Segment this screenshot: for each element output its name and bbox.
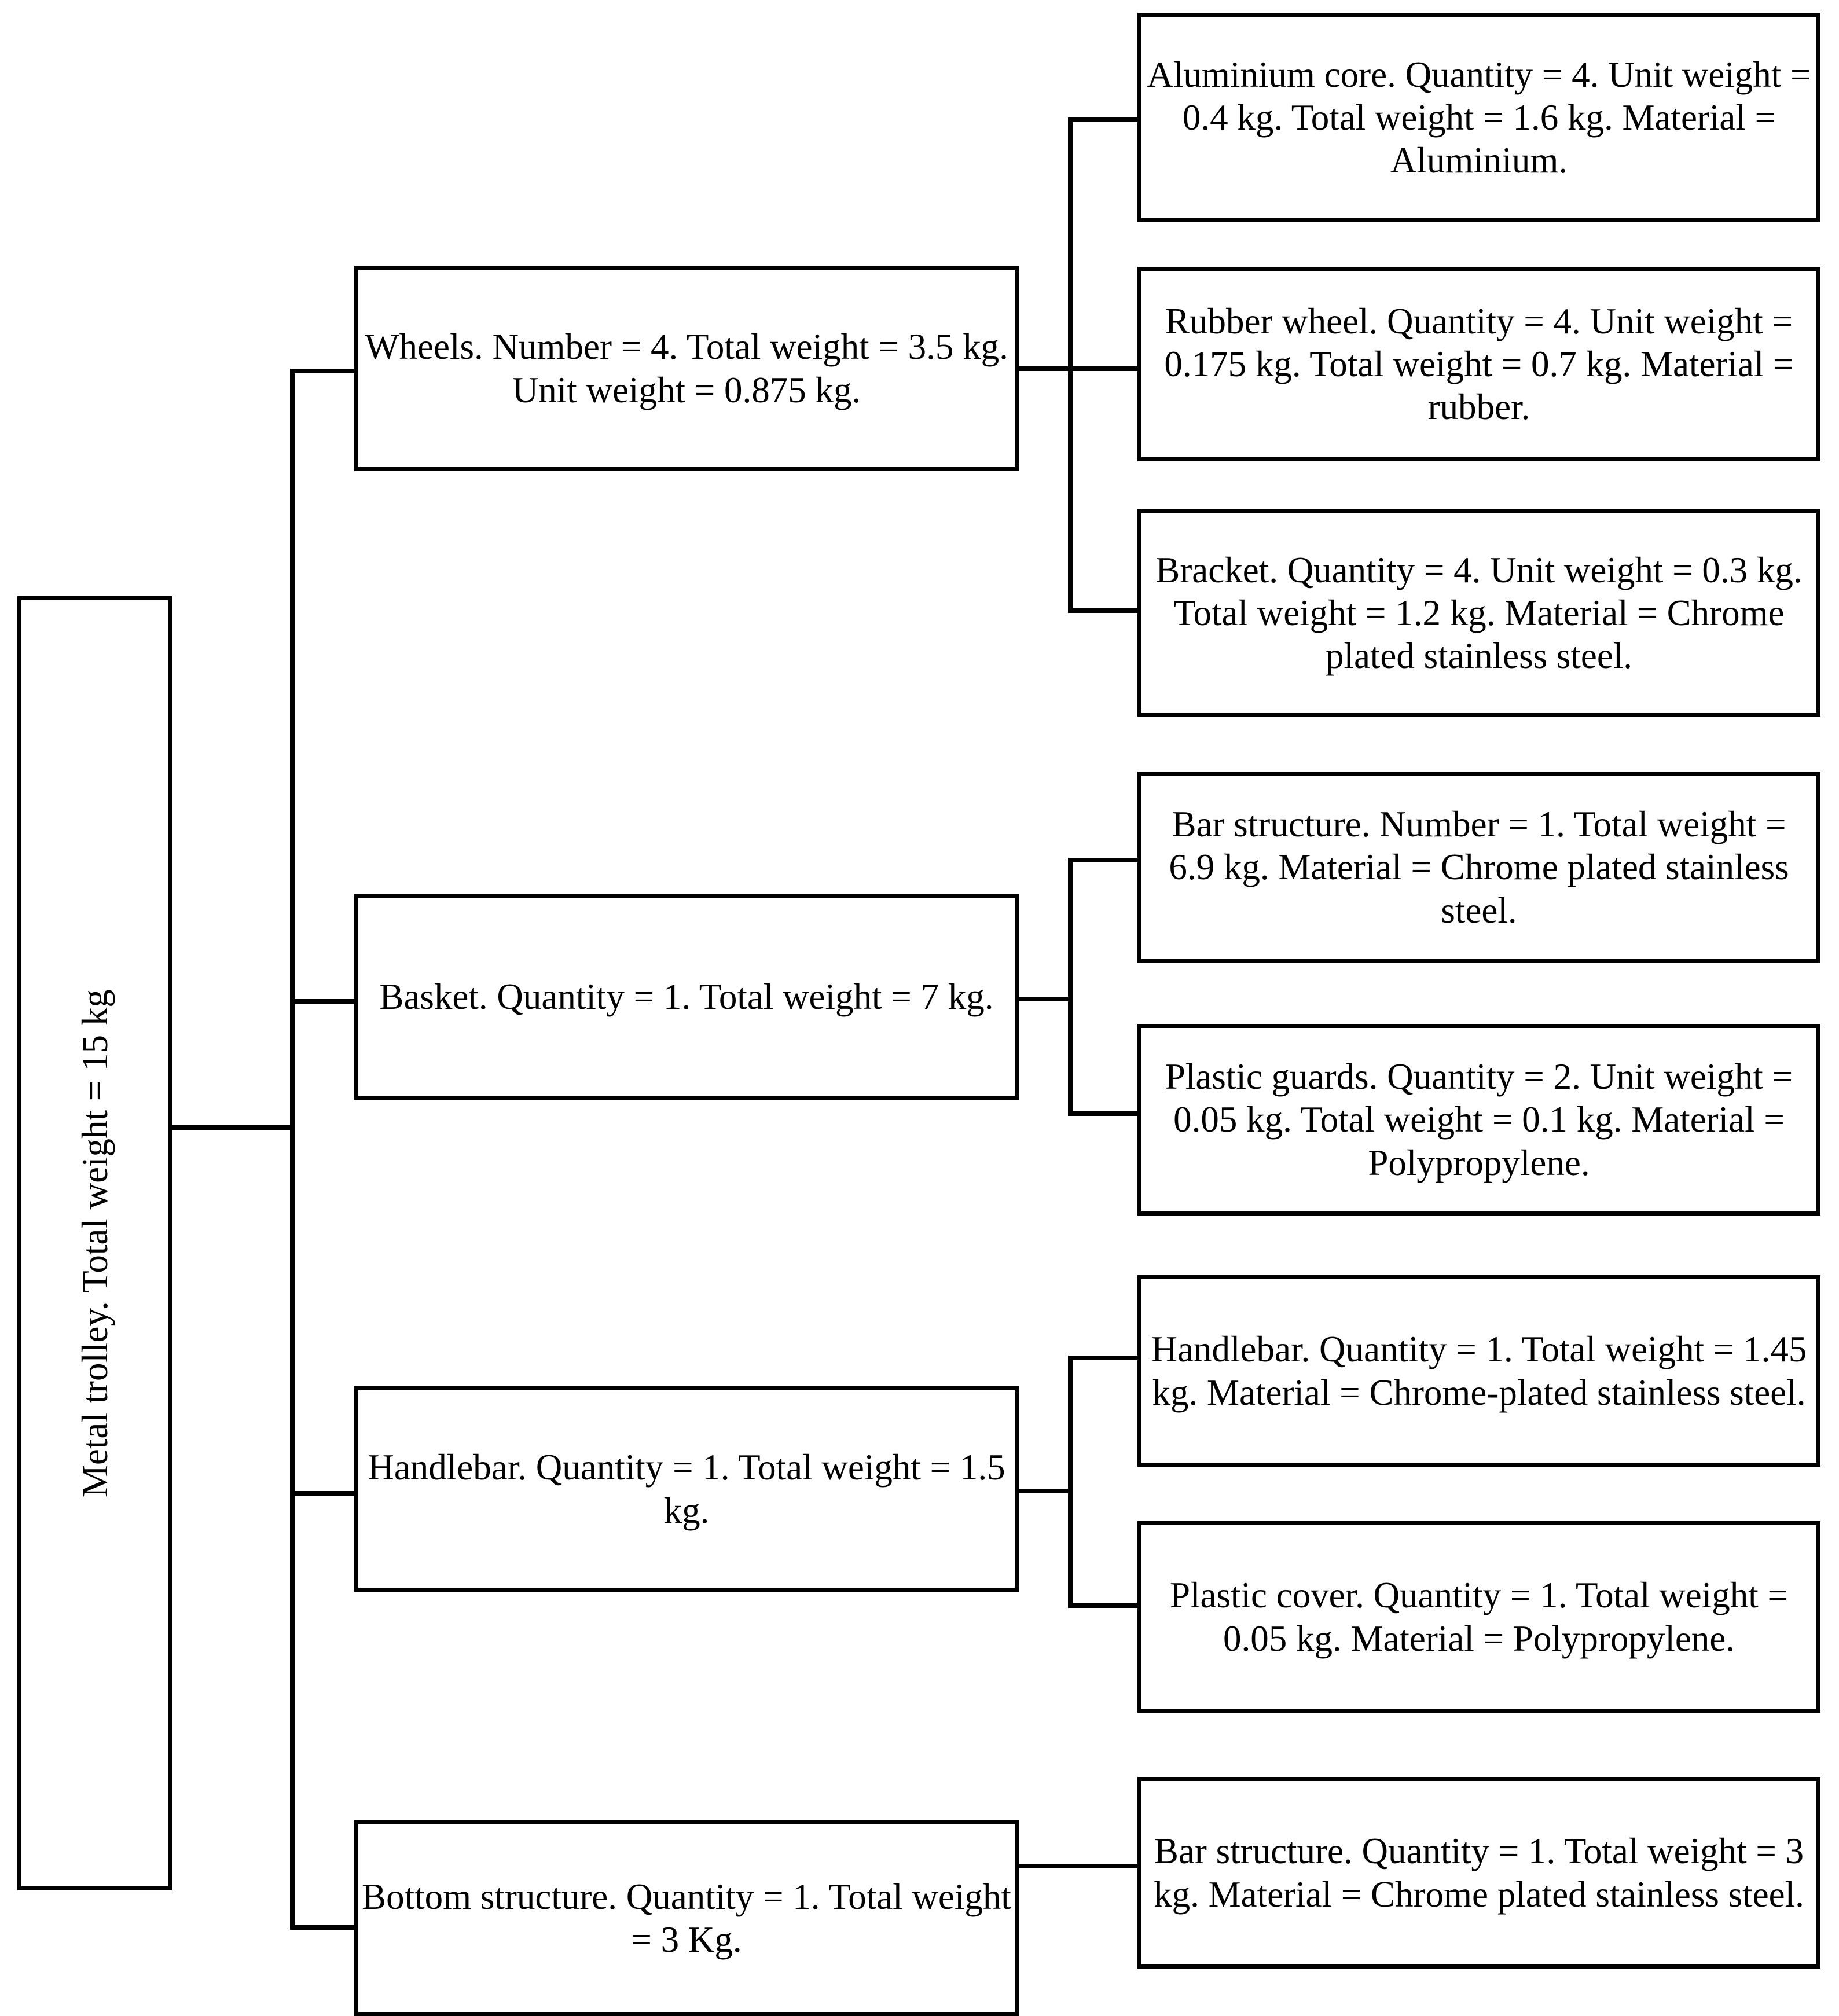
connector-level1-spine — [290, 369, 295, 1930]
node-rubber-wheel: Rubber wheel. Quantity = 4. Unit weight … — [1137, 267, 1820, 461]
node-wheels-label: Wheels. Number = 4. Total weight = 3.5 k… — [365, 326, 1008, 410]
node-handlebar: Handlebar. Quantity = 1. Total weight = … — [354, 1386, 1019, 1592]
node-bracket-label: Bracket. Quantity = 4. Unit weight = 0.3… — [1155, 549, 1803, 677]
node-aluminium-core: Aluminium core. Quantity = 4. Unit weigh… — [1137, 13, 1820, 222]
connector-basket-stub — [1015, 997, 1073, 1001]
connector-bottom-structure-to-bar-structure — [1015, 1864, 1140, 1868]
connector-arm-handlebar — [290, 1491, 358, 1496]
node-metal-trolley: Metal trolley. Total weight = 15 kg — [17, 596, 172, 1890]
node-rubber-wheel-label: Rubber wheel. Quantity = 4. Unit weight … — [1164, 300, 1794, 428]
connector-arm-wheels — [290, 369, 358, 373]
node-bottom-structure-label: Bottom structure. Quantity = 1. Total we… — [362, 1876, 1011, 1960]
connector-wheels-to-aluminium-core — [1068, 117, 1140, 122]
connector-root-stub — [168, 1125, 295, 1130]
connector-wheels-spine — [1068, 117, 1073, 613]
node-aluminium-core-label: Aluminium core. Quantity = 4. Unit weigh… — [1147, 54, 1811, 181]
node-metal-trolley-label: Metal trolley. Total weight = 15 kg — [74, 989, 115, 1497]
node-bottom-structure: Bottom structure. Quantity = 1. Total we… — [354, 1820, 1019, 2016]
connector-arm-bottom-structure — [290, 1925, 358, 1930]
node-bar-structure-bottom-label: Bar structure. Quantity = 1. Total weigh… — [1154, 1831, 1804, 1915]
node-bar-structure-bottom: Bar structure. Quantity = 1. Total weigh… — [1137, 1777, 1820, 1969]
node-plastic-cover-label: Plastic cover. Quantity = 1. Total weigh… — [1169, 1575, 1789, 1659]
connector-wheels-stub — [1015, 366, 1073, 371]
node-plastic-cover: Plastic cover. Quantity = 1. Total weigh… — [1137, 1521, 1820, 1713]
node-bracket: Bracket. Quantity = 4. Unit weight = 0.3… — [1137, 509, 1820, 717]
node-handlebar-part: Handlebar. Quantity = 1. Total weight = … — [1137, 1275, 1820, 1467]
node-wheels: Wheels. Number = 4. Total weight = 3.5 k… — [354, 266, 1019, 471]
connector-handlebar-spine — [1068, 1356, 1073, 1608]
connector-wheels-to-rubber-wheel — [1068, 366, 1140, 371]
node-plastic-guards: Plastic guards. Quantity = 2. Unit weigh… — [1137, 1024, 1820, 1216]
node-bar-structure-basket-label: Bar structure. Number = 1. Total weight … — [1169, 804, 1789, 931]
connector-basket-to-plastic-guards — [1068, 1111, 1140, 1116]
node-basket-label: Basket. Quantity = 1. Total weight = 7 k… — [379, 976, 994, 1018]
connector-handlebar-to-handlebar-part — [1068, 1356, 1140, 1360]
node-plastic-guards-label: Plastic guards. Quantity = 2. Unit weigh… — [1165, 1056, 1793, 1183]
node-handlebar-part-label: Handlebar. Quantity = 1. Total weight = … — [1151, 1329, 1807, 1413]
connector-wheels-to-bracket — [1068, 608, 1140, 613]
connector-basket-to-bar-structure — [1068, 858, 1140, 862]
node-basket: Basket. Quantity = 1. Total weight = 7 k… — [354, 894, 1019, 1100]
connector-arm-basket — [290, 999, 358, 1004]
node-handlebar-label: Handlebar. Quantity = 1. Total weight = … — [368, 1447, 1005, 1531]
connector-basket-spine — [1068, 858, 1073, 1116]
node-bar-structure-basket: Bar structure. Number = 1. Total weight … — [1137, 772, 1820, 963]
connector-handlebar-stub — [1015, 1489, 1073, 1493]
connector-handlebar-to-plastic-cover — [1068, 1603, 1140, 1608]
